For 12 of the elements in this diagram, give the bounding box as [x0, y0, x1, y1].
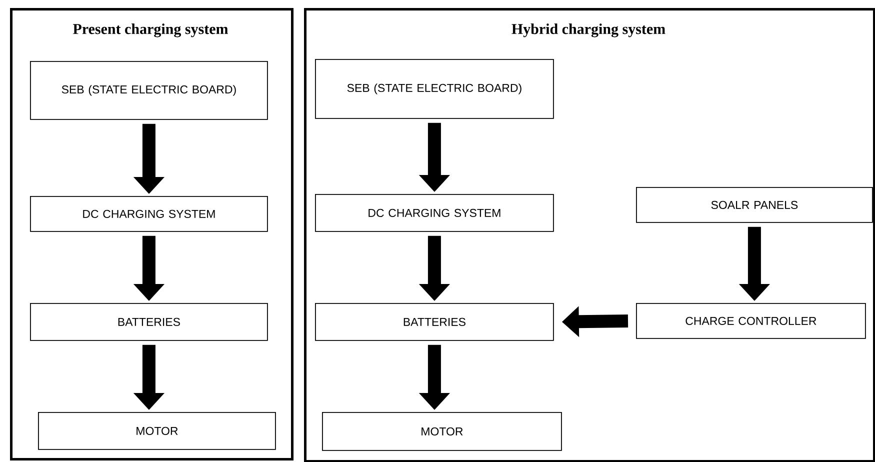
process-box: BATTERIES [30, 303, 268, 341]
process-box: SEB (STATE ELECTRIC BOARD) [30, 61, 268, 120]
process-box: CHARGE CONTROLLER [636, 303, 866, 339]
process-box: BATTERIES [315, 303, 554, 341]
process-box: DC CHARGING SYSTEM [315, 194, 554, 232]
process-box: MOTOR [322, 412, 562, 451]
process-box: SEB (STATE ELECTRIC BOARD) [315, 59, 554, 119]
panel-title: Hybrid charging system [512, 24, 666, 38]
process-box: SOALR PANELS [636, 187, 873, 223]
panel-title: Present charging system [73, 24, 228, 38]
process-box: MOTOR [38, 412, 276, 450]
process-box: DC CHARGING SYSTEM [30, 196, 268, 232]
